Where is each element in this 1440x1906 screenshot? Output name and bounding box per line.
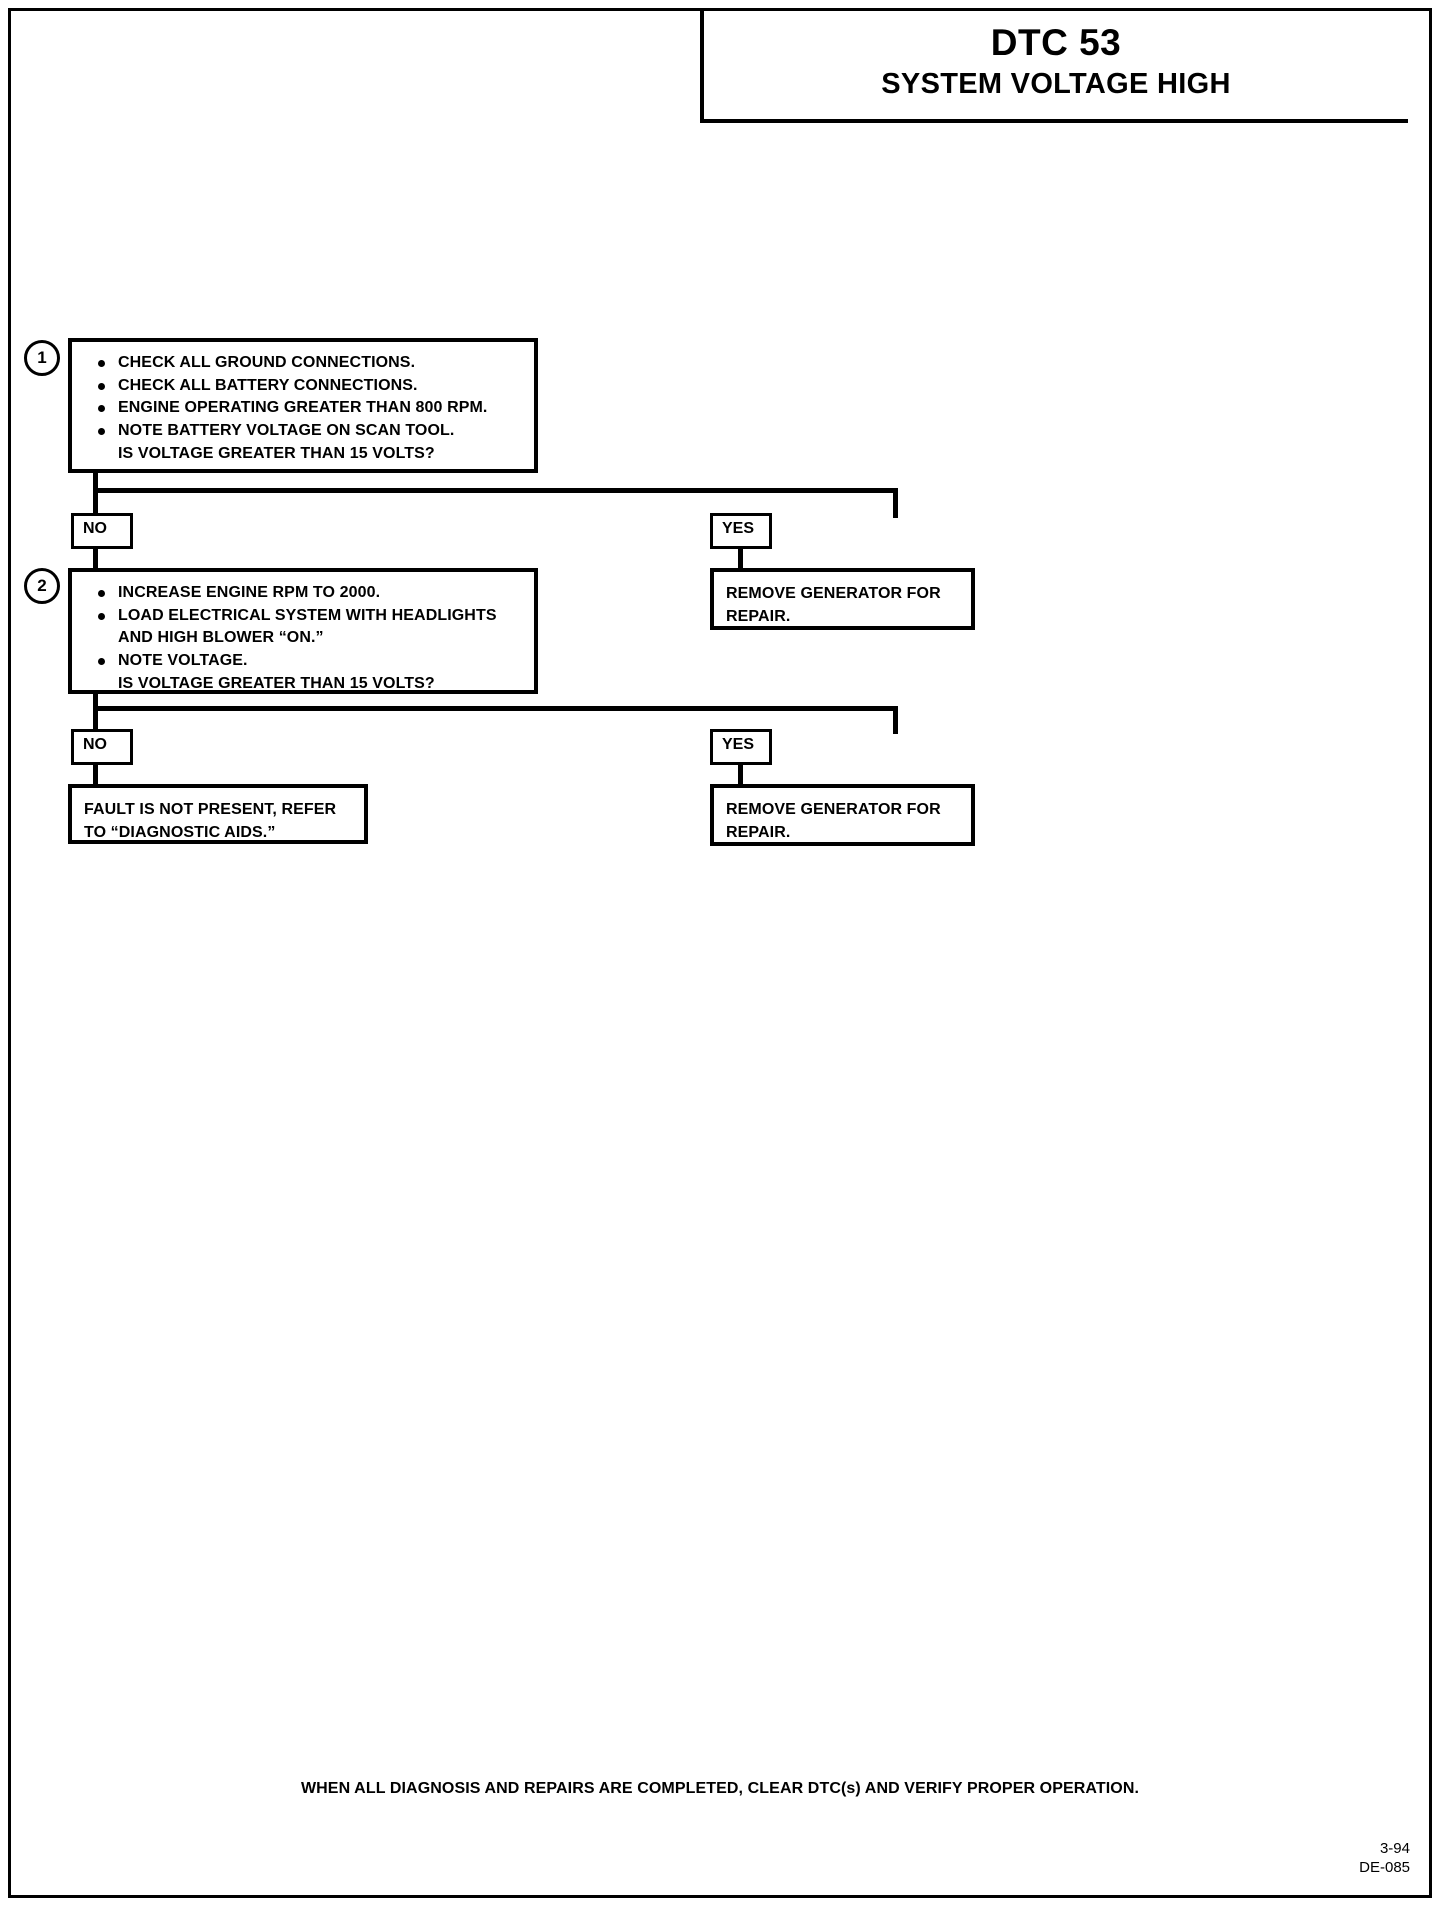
step-1-question: IS VOLTAGE GREATER THAN 15 VOLTS? [118, 444, 435, 462]
result-box-yes-1: REMOVE GENERATOR FOR REPAIR. [710, 568, 975, 630]
connector-step1-yes-down [893, 488, 898, 518]
connector-yes2-to-result [738, 764, 743, 786]
step-1-bullet-0: CHECK ALL GROUND CONNECTIONS. [84, 352, 522, 375]
branch-tag-no-2: NO [71, 729, 133, 765]
connector-step1-down [93, 473, 98, 491]
connector-step1-no-down [93, 488, 98, 518]
connector-yes1-to-result [738, 548, 743, 570]
step-2-bullet-list: INCREASE ENGINE RPM TO 2000. LOAD ELECTR… [84, 582, 522, 696]
step-1-bullet-list: CHECK ALL GROUND CONNECTIONS. CHECK ALL … [84, 352, 522, 466]
connector-step1-horizontal [93, 488, 898, 493]
footer-note: WHEN ALL DIAGNOSIS AND REPAIRS ARE COMPL… [300, 1780, 1140, 1797]
dtc-description: SYSTEM VOLTAGE HIGH [881, 67, 1231, 100]
step-2-bullet-0: INCREASE ENGINE RPM TO 2000. [84, 582, 522, 605]
branch-tag-no-1: NO [71, 513, 133, 549]
connector-step2-no-down [93, 706, 98, 734]
branch-tag-yes-2: YES [710, 729, 772, 765]
connector-step2-down [93, 694, 98, 710]
step-2-question: IS VOLTAGE GREATER THAN 15 VOLTS? [118, 674, 435, 692]
step-2-box: INCREASE ENGINE RPM TO 2000. LOAD ELECTR… [68, 568, 538, 694]
page-border [8, 8, 1432, 1898]
step-2-bullet-2: NOTE VOLTAGE. [84, 650, 522, 673]
step-1-bullet-3: NOTE BATTERY VOLTAGE ON SCAN TOOL. [84, 420, 522, 443]
dtc-code: DTC 53 [990, 22, 1122, 63]
result-box-no-2: FAULT IS NOT PRESENT, REFER TO “DIAGNOST… [68, 784, 368, 844]
connector-no1-to-step2 [93, 548, 98, 570]
step-1-box: CHECK ALL GROUND CONNECTIONS. CHECK ALL … [68, 338, 538, 473]
page-identifier: 3-94 DE-085 [1359, 1840, 1410, 1878]
connector-no2-to-result [93, 764, 98, 786]
page-number: 3-94 [1379, 1840, 1410, 1857]
connector-step2-yes-down [893, 706, 898, 734]
step-1-bullet-2: ENGINE OPERATING GREATER THAN 800 RPM. [84, 397, 522, 420]
step-number-1: 1 [24, 340, 60, 376]
result-yes-2-text: REMOVE GENERATOR FOR REPAIR. [726, 801, 941, 842]
branch-tag-yes-1: YES [710, 513, 772, 549]
result-box-yes-2: REMOVE GENERATOR FOR REPAIR. [710, 784, 975, 846]
figure-id: DE-085 [1359, 1858, 1410, 1876]
step-1-bullet-1: CHECK ALL BATTERY CONNECTIONS. [84, 375, 522, 398]
step-number-2: 2 [24, 568, 60, 604]
header-title-block: DTC 53 SYSTEM VOLTAGE HIGH [700, 8, 1408, 123]
step-2-bullet-1: LOAD ELECTRICAL SYSTEM WITH HEADLIGHTS A… [84, 605, 522, 650]
result-yes-1-text: REMOVE GENERATOR FOR REPAIR. [726, 585, 941, 626]
connector-step2-horizontal [93, 706, 898, 711]
result-no-2-text: FAULT IS NOT PRESENT, REFER TO “DIAGNOST… [84, 801, 337, 842]
